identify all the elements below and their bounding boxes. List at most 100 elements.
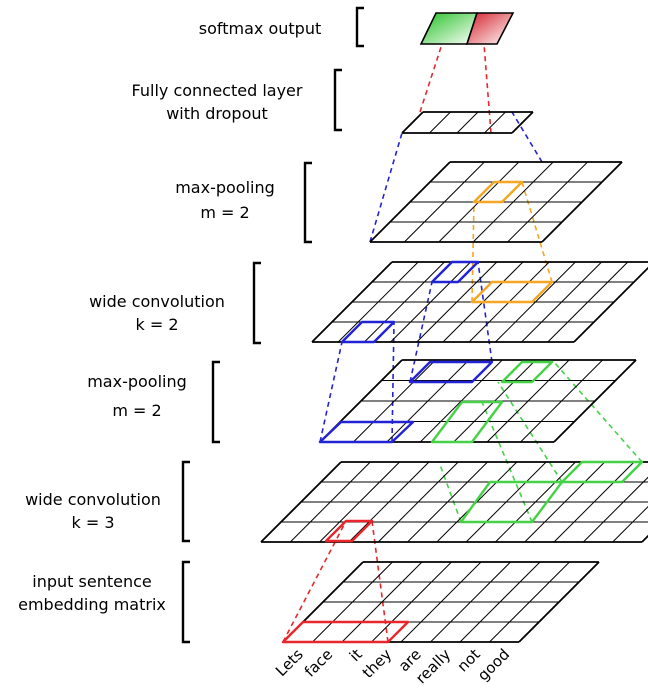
highlight-green-pool-b (500, 360, 554, 384)
grid-line (416, 261, 498, 343)
grid-line (260, 461, 342, 543)
dash-blue (409, 281, 433, 383)
grid-line (521, 261, 602, 343)
label-max-pooling-bottom: max-pooling m = 2 (72, 370, 202, 422)
grid-line (348, 461, 430, 543)
bracket (181, 560, 190, 644)
layer-conv2 (311, 261, 648, 343)
word-label: they (359, 645, 395, 681)
bracket (211, 360, 220, 444)
grid-line (311, 261, 393, 343)
highlight-red-conv (324, 519, 374, 543)
grid-line (489, 561, 570, 643)
bracket (252, 261, 261, 345)
label-line: input sentence (32, 572, 152, 591)
layer-pool2 (369, 161, 623, 243)
dash-red (282, 520, 347, 643)
dash-red (483, 43, 492, 134)
word-label: it (346, 645, 366, 665)
word-label: really (412, 645, 454, 687)
grid-line (353, 359, 436, 443)
grid-line (364, 261, 445, 343)
layer-input (282, 561, 600, 643)
dash-orange (521, 181, 553, 283)
highlight-blue-pool-b (408, 360, 494, 384)
layer-conv1 (260, 461, 648, 543)
grid-line (337, 261, 419, 343)
grid-line (507, 161, 588, 243)
grid-line (553, 461, 635, 543)
highlight-blue-conv-a (340, 320, 396, 344)
grid-line (495, 261, 576, 343)
label-softmax-output: softmax output (180, 17, 340, 40)
highlight-orange-conv (470, 280, 554, 304)
label-input-sentence: input sentence embedding matrix (12, 570, 172, 616)
word-label: good (474, 645, 513, 684)
dash-orange (471, 201, 475, 303)
grid-line (520, 359, 603, 443)
layer-grids (260, 111, 648, 643)
label-max-pooling-top: max-pooling m = 2 (160, 176, 290, 224)
highlight-red-input (281, 620, 410, 644)
grid-line (612, 505, 648, 543)
grid-line (518, 561, 600, 643)
bracket (303, 161, 312, 244)
dash-green (497, 381, 563, 483)
label-line: k = 2 (135, 315, 179, 334)
highlight-orange-pool (472, 180, 524, 204)
grid-line (486, 359, 570, 443)
label-line: m = 2 (112, 401, 162, 420)
label-line: max-pooling (175, 178, 275, 197)
layer-brackets (181, 6, 364, 644)
label-line: k = 3 (71, 513, 115, 532)
grid-line (371, 561, 452, 643)
grid-line (511, 111, 534, 134)
grid-line (377, 461, 459, 543)
grid-line (386, 359, 470, 443)
label-fully-connected: Fully connected layer with dropout (112, 79, 322, 125)
dash-red (419, 43, 443, 113)
dash-blue (369, 132, 403, 243)
grid-line (404, 161, 485, 243)
grid-line (419, 359, 503, 443)
grid-line (547, 261, 629, 343)
grid-line (341, 561, 423, 643)
grid-line (583, 476, 648, 543)
grid-line (390, 261, 471, 343)
softmax-cell-red (465, 12, 515, 45)
dash-green (438, 461, 462, 523)
highlight-regions (281, 12, 644, 644)
grid-line (553, 359, 637, 443)
grid-line (495, 461, 576, 543)
layer-fc (401, 111, 534, 134)
grid-line (430, 561, 511, 643)
grid-line (429, 111, 451, 134)
grid-line (524, 461, 606, 543)
bracket (333, 68, 342, 132)
grid-line (400, 561, 482, 643)
dash-blue (319, 341, 343, 443)
bracket (355, 6, 364, 48)
word-label: Lets (272, 645, 307, 680)
grid-line (407, 461, 488, 543)
bracket (181, 460, 190, 543)
grid-line (312, 561, 393, 643)
grid-line (456, 111, 479, 134)
dash-green (553, 361, 643, 463)
label-wide-convolution-top: wide convolution k = 2 (72, 290, 242, 336)
grid-line (573, 266, 648, 343)
label-line: max-pooling (87, 372, 187, 391)
label-line: wide convolution (25, 490, 161, 509)
label-line: wide convolution (89, 292, 225, 311)
grid-line (472, 161, 554, 243)
highlight-blue-pool-a (318, 420, 415, 444)
label-line: Fully connected layer (131, 81, 303, 100)
label-line: softmax output (198, 19, 322, 38)
highlight-blue-conv-b (430, 260, 480, 284)
label-line: with dropout (166, 104, 268, 123)
grid-line (484, 111, 506, 134)
highlight-green-pool-a (430, 400, 504, 444)
label-wide-convolution-bottom: wide convolution k = 3 (8, 488, 178, 534)
